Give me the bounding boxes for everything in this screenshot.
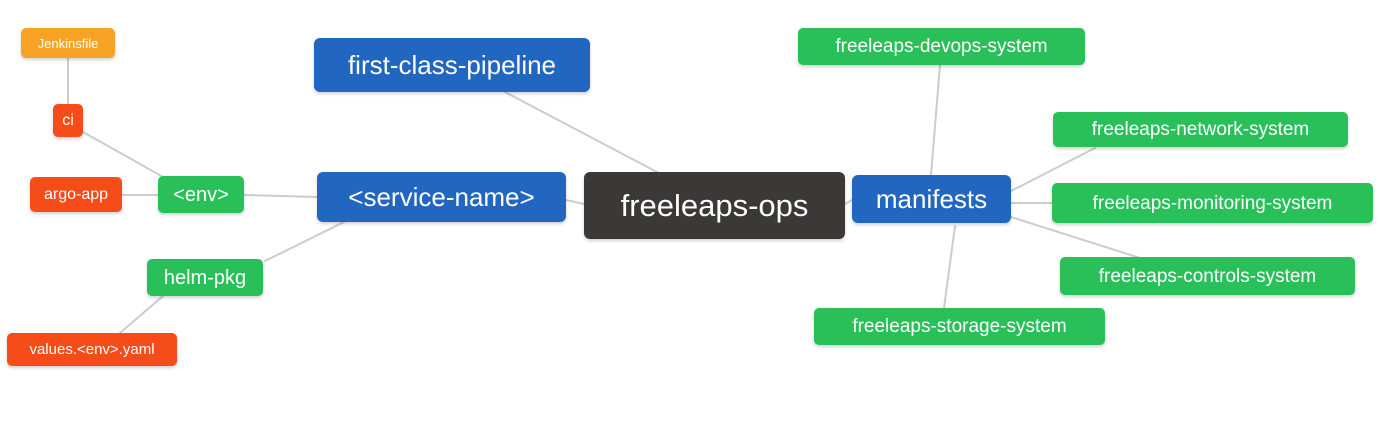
node-freeleaps-devops-system[interactable]: freeleaps-devops-system [798,28,1085,65]
node-first-class-pipeline[interactable]: first-class-pipeline [314,38,590,92]
node-freeleaps-ops[interactable]: freeleaps-ops [584,172,845,239]
node-freeleaps-monitoring-system[interactable]: freeleaps-monitoring-system [1052,183,1373,223]
edge-manifests-devops [930,64,941,176]
edge-manifests-network [1010,147,1096,192]
node-jenkinsfile[interactable]: Jenkinsfile [21,28,115,58]
node-freeleaps-storage-system[interactable]: freeleaps-storage-system [814,308,1105,345]
node-freeleaps-network-system[interactable]: freeleaps-network-system [1053,112,1348,147]
edge-pipeline-root [504,91,658,173]
edge-helm-pkg-service-name [264,221,345,262]
node-helm-pkg[interactable]: helm-pkg [147,259,263,296]
edge-helm-pkg-values [119,295,164,334]
node-values-env-yaml[interactable]: values.<env>.yaml [7,333,177,366]
edge-service-name-root [565,199,585,205]
node-argo-app[interactable]: argo-app [30,177,122,212]
node-service-name[interactable]: <service-name> [317,172,566,222]
node-manifests[interactable]: manifests [852,175,1011,223]
node-ci[interactable]: ci [53,104,83,137]
edge-root-manifests [844,199,853,205]
edge-ci-env [82,131,166,179]
edge-manifests-storage [943,225,956,309]
node-freeleaps-controls-system[interactable]: freeleaps-controls-system [1060,257,1355,295]
edge-manifests-controls [1010,216,1141,259]
node-env[interactable]: <env> [158,176,244,213]
edge-env-service-name [243,194,318,198]
